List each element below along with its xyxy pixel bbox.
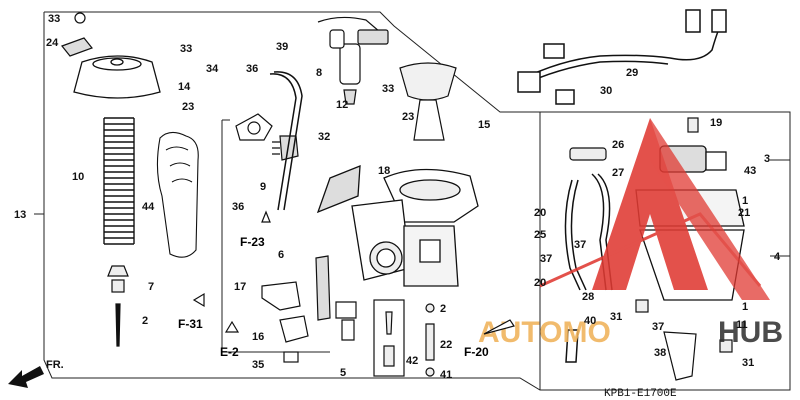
float-chamber-bolts xyxy=(569,117,733,381)
callout-37: 37 xyxy=(574,239,586,251)
callout-37b: 37 xyxy=(540,253,552,265)
callout-12: 12 xyxy=(336,99,348,111)
watermark-logo: AUTOMO HUB xyxy=(478,118,783,349)
callout-31: 31 xyxy=(610,311,622,323)
callout-40: 40 xyxy=(584,315,596,327)
callout-24: 24 xyxy=(46,37,59,49)
callout-15: 15 xyxy=(478,119,490,131)
callout-38: 38 xyxy=(654,347,666,359)
callout-21: 21 xyxy=(738,207,750,219)
callout-20: 20 xyxy=(534,207,546,219)
diaphragm-piston xyxy=(156,131,199,258)
callout-22: 22 xyxy=(440,339,452,351)
frame-lines xyxy=(34,11,791,391)
ref-f-23: F-23 xyxy=(240,235,265,249)
ref-f-31: F-31 xyxy=(178,317,203,331)
carburetor-body xyxy=(316,165,479,287)
callout-28: 28 xyxy=(582,291,594,303)
throttle-linkage xyxy=(261,255,357,363)
callout-11: 11 xyxy=(736,319,748,331)
callout-16: 16 xyxy=(252,331,264,343)
callout-43: 43 xyxy=(744,165,756,177)
callout-35: 35 xyxy=(252,359,264,371)
ref-f-20: F-20 xyxy=(464,345,489,359)
reference-arrows xyxy=(192,210,515,335)
callout-labels: 33 24 33 14 34 23 10 44 13 7 2 36 39 8 9… xyxy=(14,13,781,381)
watermark-word-b: HUB xyxy=(718,316,783,349)
drain-fittings xyxy=(425,303,435,377)
callout-36: 36 xyxy=(246,63,258,75)
choke-starter xyxy=(317,16,389,105)
callout-2b: 2 xyxy=(440,303,446,315)
callout-29: 29 xyxy=(626,67,638,79)
callout-30: 30 xyxy=(600,85,612,97)
callout-33b: 33 xyxy=(180,43,192,55)
callout-42: 42 xyxy=(406,355,418,367)
callout-2: 2 xyxy=(142,315,148,327)
callout-44: 44 xyxy=(142,201,155,213)
callout-6: 6 xyxy=(278,249,284,261)
callout-1: 1 xyxy=(742,195,748,207)
callout-17: 17 xyxy=(234,281,246,293)
intake-funnel xyxy=(399,62,457,141)
needle-holder xyxy=(107,265,129,347)
callout-9: 9 xyxy=(260,181,266,193)
callout-20b: 20 xyxy=(534,277,546,289)
callout-33c: 33 xyxy=(382,83,394,95)
callout-39: 39 xyxy=(276,41,288,53)
callout-31b: 31 xyxy=(742,357,754,369)
callout-23: 23 xyxy=(182,101,194,113)
jets-group-5 xyxy=(373,299,405,377)
jet-needle-bracket xyxy=(235,113,299,161)
fuel-hoses xyxy=(564,173,613,363)
callout-4: 4 xyxy=(774,251,781,263)
callout-18: 18 xyxy=(378,165,390,177)
callout-13: 13 xyxy=(14,209,26,221)
front-arrow: FR. xyxy=(8,359,64,388)
watermark-word-a: AUTOMO xyxy=(478,316,611,349)
callout-19: 19 xyxy=(710,117,722,129)
callout-1b: 1 xyxy=(742,301,748,313)
callout-25: 25 xyxy=(534,229,546,241)
callout-10: 10 xyxy=(72,171,84,183)
ref-e-2: E-2 xyxy=(220,345,239,359)
callout-41: 41 xyxy=(440,369,452,381)
drawing-code: KPB1-E1700E xyxy=(604,388,677,400)
callout-8: 8 xyxy=(316,67,322,79)
callout-36b: 36 xyxy=(232,201,244,213)
callout-5: 5 xyxy=(340,367,346,379)
vacuum-spring xyxy=(103,117,135,245)
cover-bracket xyxy=(61,12,93,57)
callout-7: 7 xyxy=(148,281,154,293)
callout-33: 33 xyxy=(48,13,60,25)
callout-34: 34 xyxy=(206,63,219,75)
callout-23b: 23 xyxy=(402,111,414,123)
callout-32: 32 xyxy=(318,131,330,143)
section-references: F-23 F-31 E-2 F-20 xyxy=(178,235,489,359)
air-hose-39 xyxy=(269,71,303,211)
callout-26: 26 xyxy=(612,139,624,151)
callout-14: 14 xyxy=(178,81,191,93)
callout-27: 27 xyxy=(612,167,624,179)
front-label: FR. xyxy=(46,359,64,371)
callout-37c: 37 xyxy=(652,321,664,333)
diaphragm-cover xyxy=(73,55,161,99)
wiring-harness xyxy=(517,9,727,105)
callout-3: 3 xyxy=(764,153,770,165)
